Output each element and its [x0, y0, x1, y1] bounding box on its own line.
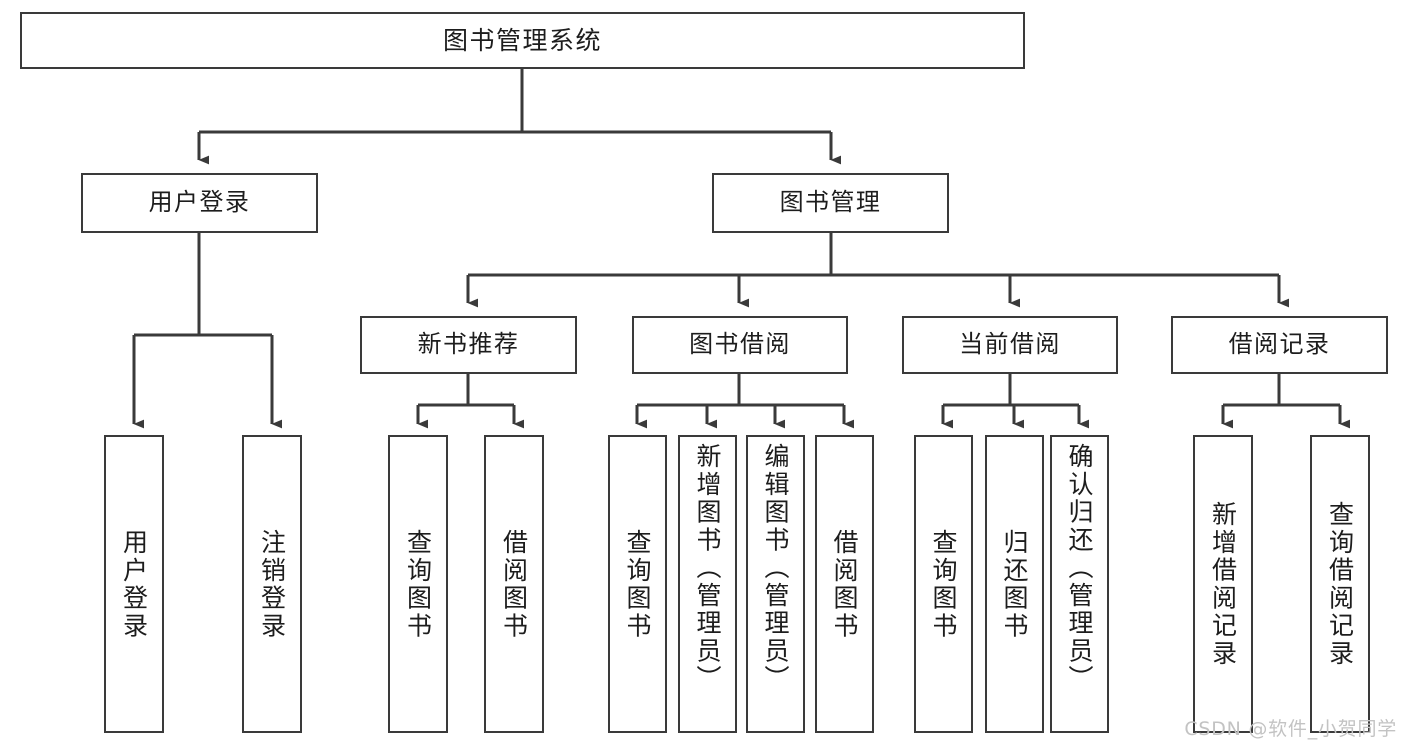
node-label: 确认归还（管理员）: [1065, 443, 1094, 693]
node-user-login[interactable]: 用户登录: [81, 173, 318, 233]
node-root-book-management-system[interactable]: 图书管理系统: [20, 12, 1025, 69]
leaf-borrow-record-query-record[interactable]: 查询借阅记录: [1310, 435, 1370, 733]
leaf-borrow-record-add-record[interactable]: 新增借阅记录: [1193, 435, 1253, 733]
watermark-text: CSDN @软件_小贺同学: [1184, 718, 1397, 740]
node-label: 查询图书: [623, 528, 652, 640]
node-label: 借阅记录: [1228, 330, 1331, 359]
node-current-borrow[interactable]: 当前借阅: [902, 316, 1118, 374]
node-new-book-recommend[interactable]: 新书推荐: [360, 316, 577, 374]
leaf-current-borrow-query-book[interactable]: 查询图书: [914, 435, 973, 733]
leaf-current-borrow-confirm-return-admin[interactable]: 确认归还（管理员）: [1050, 435, 1109, 733]
node-label: 图书管理系统: [442, 26, 602, 55]
leaf-user-login-logout[interactable]: 注销登录: [242, 435, 302, 733]
node-label: 借阅图书: [499, 528, 529, 640]
node-borrow-record[interactable]: 借阅记录: [1171, 316, 1388, 374]
node-book-borrow[interactable]: 图书借阅: [632, 316, 848, 374]
node-label: 用户登录: [148, 188, 251, 217]
node-label: 查询图书: [403, 528, 433, 640]
node-label: 当前借阅: [959, 330, 1061, 359]
node-label: 新增借阅记录: [1208, 500, 1238, 668]
leaf-book-borrow-borrow-book[interactable]: 借阅图书: [815, 435, 874, 733]
leaf-book-borrow-edit-book-admin[interactable]: 编辑图书（管理员）: [746, 435, 805, 733]
leaf-book-borrow-add-book-admin[interactable]: 新增图书（管理员）: [678, 435, 737, 733]
node-label: 查询图书: [929, 528, 958, 640]
node-label: 图书管理: [779, 188, 882, 217]
node-label: 编辑图书（管理员）: [761, 443, 790, 693]
node-label: 用户登录: [119, 528, 149, 640]
node-label: 新书推荐: [417, 330, 520, 359]
leaf-new-book-query-book[interactable]: 查询图书: [388, 435, 448, 733]
node-label: 新增图书（管理员）: [693, 443, 722, 693]
node-label: 借阅图书: [830, 528, 859, 640]
node-label: 图书借阅: [689, 330, 791, 359]
leaf-current-borrow-return-book[interactable]: 归还图书: [985, 435, 1044, 733]
leaf-new-book-borrow-book[interactable]: 借阅图书: [484, 435, 544, 733]
leaf-user-login-user-login[interactable]: 用户登录: [104, 435, 164, 733]
node-label: 查询借阅记录: [1325, 500, 1355, 668]
node-label: 归还图书: [1000, 528, 1029, 640]
node-label: 注销登录: [257, 528, 287, 640]
leaf-book-borrow-query-book[interactable]: 查询图书: [608, 435, 667, 733]
node-book-management[interactable]: 图书管理: [712, 173, 949, 233]
